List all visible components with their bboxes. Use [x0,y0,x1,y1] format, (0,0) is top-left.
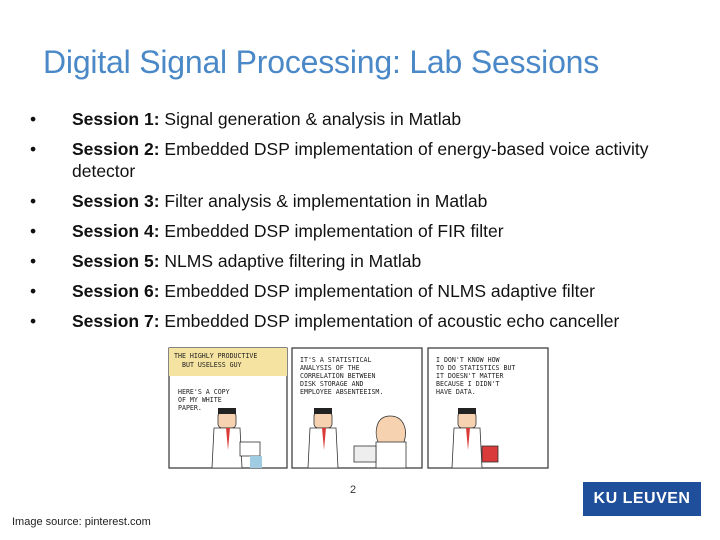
session-label: Session 6: [72,281,160,301]
panel1-speech-line: HERE'S A COPY [178,388,230,396]
session-item: • Session 7: Embedded DSP implementation … [30,310,710,332]
panel3-speech-line: TO DO STATISTICS BUT [436,364,515,372]
character-figure [307,408,407,469]
panel3-speech-line: IT DOESN'T MATTER [436,372,504,380]
bullet-dot: • [30,221,37,241]
character-figure [451,408,499,469]
panel3-speech-line: I DON'T KNOW HOW [436,356,500,364]
session-description: NLMS adaptive filtering in Matlab [159,251,422,271]
panel2-speech-line: IT'S A STATISTICAL [300,356,371,364]
session-description: Signal generation & analysis in Matlab [159,109,462,129]
session-item: • Session 5: NLMS adaptive filtering in M… [30,250,710,272]
panel1-caption-line: BUT USELESS GUY [182,361,242,369]
session-list: • Session 1: Signal generation & analysis… [30,108,710,340]
page-number: 2 [350,484,357,496]
ku-leuven-logo: KU LEUVEN [583,482,701,516]
session-item: • Session 6: Embedded DSP implementation … [30,280,710,302]
session-description: Embedded DSP implementation of NLMS adap… [159,281,596,301]
session-description: Embedded DSP implementation of FIR filte… [159,221,504,241]
session-item: • Session 2: Embedded DSP implementation … [30,138,710,182]
dilbert-comic-strip: THE HIGHLY PRODUCTIVE BUT USELESS GUY HE… [168,346,550,470]
session-description: Filter analysis & implementation in Matl… [159,191,488,211]
bullet-dot: • [30,251,37,271]
session-label: Session 7: [72,311,160,331]
panel3-speech-line: BECAUSE I DIDN'T [436,380,500,388]
panel1-speech-line: OF MY WHITE [178,396,222,404]
session-label: Session 1: [72,109,160,129]
bullet-dot: • [30,109,37,129]
panel2-speech-line: CORRELATION BETWEEN [300,372,375,380]
panel3-speech-line: HAVE DATA. [436,388,476,396]
panel2-speech-line: ANALYSIS OF THE [300,364,360,372]
session-label: Session 2: [72,139,160,159]
comic-image: THE HIGHLY PRODUCTIVE BUT USELESS GUY HE… [168,347,549,469]
session-label: Session 5: [72,251,160,271]
panel2-speech-line: EMPLOYEE ABSENTEEISM. [300,388,383,396]
caption-box [169,348,287,376]
session-description: Embedded DSP implementation of energy-ba… [72,139,649,181]
image-source-credit: Image source: pinterest.com [12,516,151,528]
character-figure [211,408,262,469]
panel1-speech-line: PAPER. [178,404,202,412]
bullet-dot: • [30,191,37,211]
bullet-dot: • [30,139,37,159]
panel2-speech-line: DISK STORAGE AND [300,380,364,388]
session-item: • Session 4: Embedded DSP implementation … [30,220,710,242]
session-label: Session 4: [72,221,160,241]
bullet-dot: • [30,281,37,301]
slide-title: Digital Signal Processing: Lab Sessions [43,44,600,80]
bullet-dot: • [30,311,37,331]
session-item: • Session 1: Signal generation & analysis… [30,108,710,130]
panel1-caption-line: THE HIGHLY PRODUCTIVE [174,352,257,360]
session-label: Session 3: [72,191,160,211]
session-item: • Session 3: Filter analysis & implementa… [30,190,710,212]
session-description: Embedded DSP implementation of acoustic … [159,311,620,331]
